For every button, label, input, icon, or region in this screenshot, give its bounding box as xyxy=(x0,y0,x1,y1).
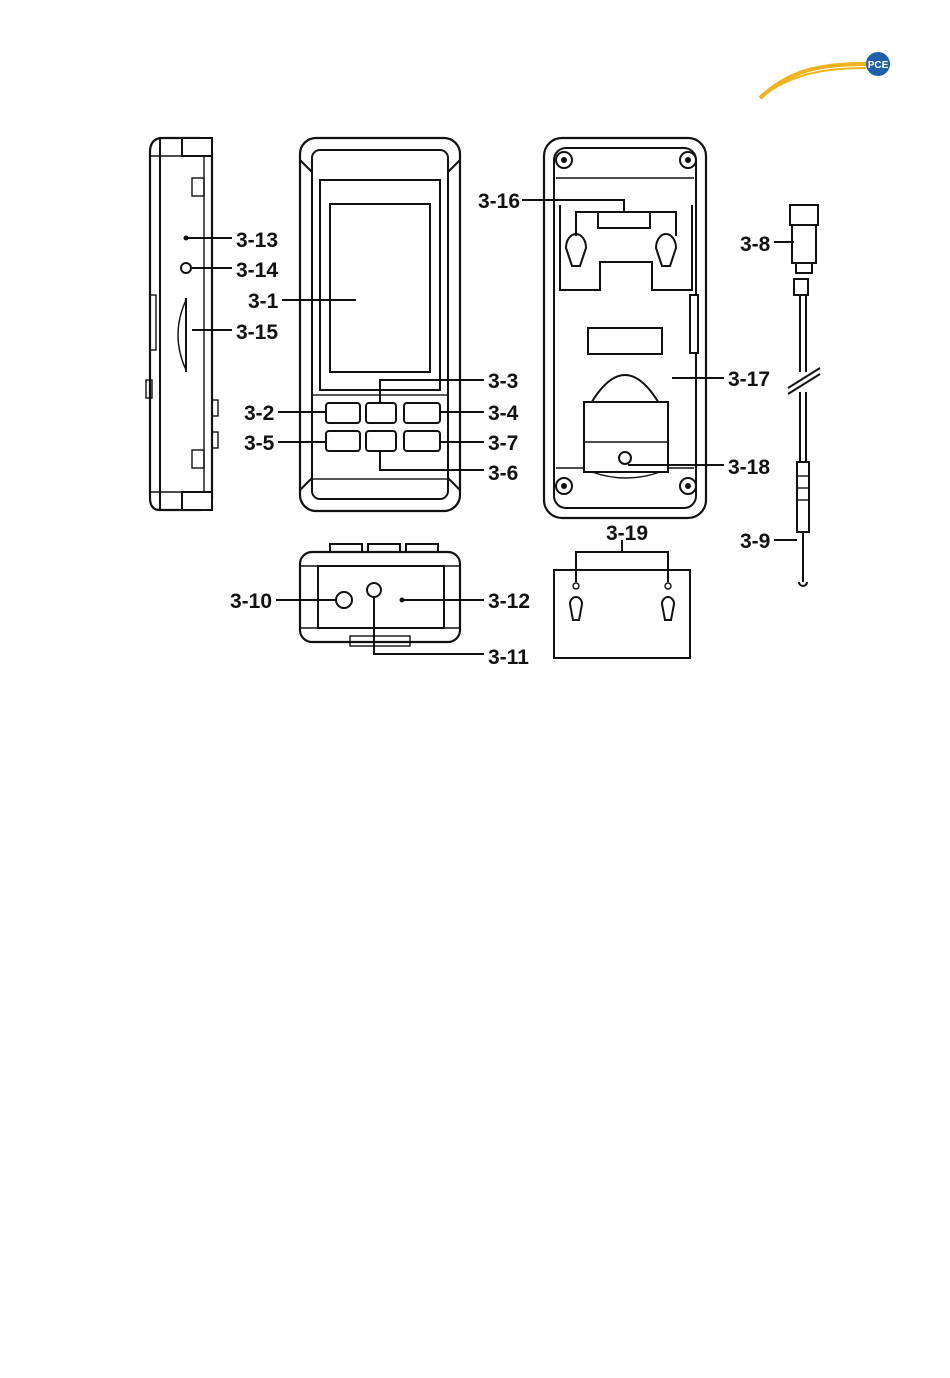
label-3-2: 3-2 xyxy=(244,402,274,425)
bottom-view xyxy=(300,544,460,646)
label-3-10: 3-10 xyxy=(230,590,272,613)
label-3-17: 3-17 xyxy=(728,368,770,391)
label-3-14: 3-14 xyxy=(236,259,278,282)
label-3-3: 3-3 xyxy=(488,370,518,393)
label-3-15: 3-15 xyxy=(236,321,278,344)
side-view xyxy=(146,138,218,510)
probe xyxy=(788,205,820,586)
label-3-9: 3-9 xyxy=(740,530,770,553)
label-3-19: 3-19 xyxy=(606,522,648,545)
label-3-7: 3-7 xyxy=(488,432,518,455)
label-3-18: 3-18 xyxy=(728,456,770,479)
label-3-4: 3-4 xyxy=(488,402,519,425)
label-3-8: 3-8 xyxy=(740,233,771,256)
back-view xyxy=(544,138,706,518)
label-3-16: 3-16 xyxy=(478,190,520,213)
label-3-12: 3-12 xyxy=(488,590,530,613)
label-3-11: 3-11 xyxy=(488,646,529,669)
pce-logo: PCE xyxy=(760,52,890,98)
logo-text: PCE xyxy=(868,60,889,71)
label-3-1: 3-1 xyxy=(248,290,279,313)
label-3-5: 3-5 xyxy=(244,432,275,455)
label-3-13: 3-13 xyxy=(236,229,278,252)
wall-bracket xyxy=(554,570,690,658)
label-3-6: 3-6 xyxy=(488,462,518,485)
